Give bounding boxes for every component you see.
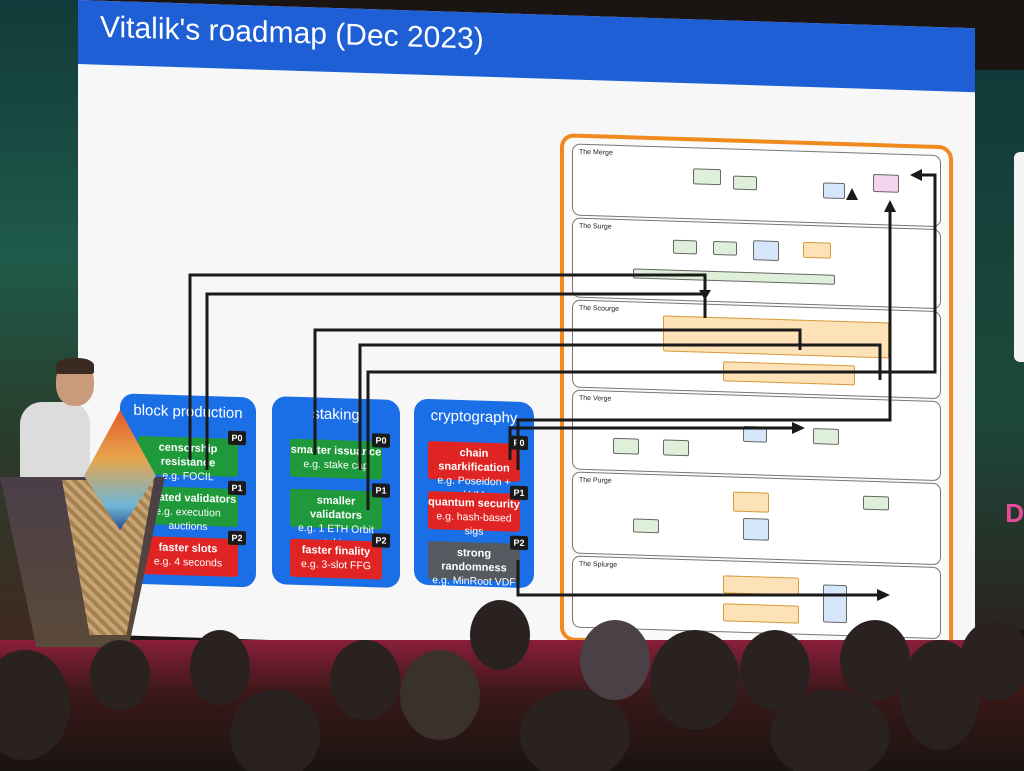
priority-badge: P2 — [372, 533, 390, 548]
item-sub: e.g. 4 seconds — [153, 555, 223, 570]
item-smaller-validators: smaller validators e.g. 1 ETH Orbit stak… — [290, 483, 390, 550]
card-title: block production — [133, 401, 243, 423]
roadmap-section-scourge: The Scourge — [572, 299, 941, 400]
item-sub: e.g. hash-based sigs — [436, 510, 512, 538]
projection-screen: Vitalik's roadmap (Dec 2023) block produ… — [78, 0, 975, 663]
priority-badge: P2 — [228, 530, 246, 546]
roadmap-section-verge: The Verge — [572, 389, 941, 482]
item-sub: e.g. 3-slot FFG — [300, 558, 372, 573]
section-label: The Verge — [579, 394, 612, 403]
priority-badge: P0 — [372, 433, 390, 448]
diagram-box — [813, 428, 839, 445]
priority-badge: P0 — [510, 435, 528, 451]
item-faster-slots: faster slots e.g. 4 seconds P2 — [138, 530, 246, 578]
roadmap-section-purge: The Purge — [572, 471, 941, 566]
item-title: chain snarkification — [438, 446, 510, 475]
item-title: smarter issuance — [290, 443, 382, 459]
priority-badge: P1 — [510, 485, 528, 501]
diagram-box — [723, 575, 799, 596]
audience-head — [0, 650, 70, 760]
audience-head — [770, 690, 890, 771]
diagram-box — [723, 603, 799, 624]
roadmap-diagram: The Merge The Surge The Scourge The — [560, 133, 953, 654]
item-title: strong randomness — [441, 546, 507, 575]
diagram-box — [873, 173, 899, 193]
diagram-box — [633, 268, 835, 285]
slide-title-bar: Vitalik's roadmap (Dec 2023) — [78, 0, 975, 93]
diagram-box — [753, 240, 779, 262]
diagram-box — [713, 240, 737, 256]
audience-head — [840, 620, 910, 700]
priority-badge: P1 — [228, 480, 246, 496]
item-title: quantum security — [428, 496, 520, 511]
item-title: censorship resistance — [158, 441, 218, 470]
side-screen — [1014, 152, 1024, 362]
audience-head — [960, 620, 1024, 700]
diagram-box — [663, 315, 889, 359]
priority-badge: P0 — [228, 430, 246, 446]
section-label: The Merge — [579, 148, 613, 157]
event-logo: D — [1005, 498, 1024, 528]
item-quantum-security: quantum security e.g. hash-based sigs P1 — [428, 485, 528, 538]
diagram-box — [823, 182, 845, 200]
audience-head — [190, 630, 250, 705]
item-sub: e.g. MinRoot VDF — [432, 574, 516, 589]
audience-head — [580, 620, 650, 700]
item-strong-randomness: strong randomness e.g. MinRoot VDF P2 — [428, 535, 528, 589]
card-staking: staking smarter issuance e.g. stake cap … — [272, 396, 400, 589]
item-title: faster finality — [301, 544, 371, 559]
diagram-box — [733, 175, 757, 191]
card-title: cryptography — [430, 407, 518, 427]
diagram-box — [823, 584, 847, 624]
diagram-box — [693, 168, 721, 186]
audience-head — [400, 650, 480, 740]
audience-head — [90, 640, 150, 710]
section-label: The Purge — [579, 476, 612, 485]
audience-head — [650, 630, 740, 730]
section-label: The Surge — [579, 222, 612, 231]
item-sub: e.g. stake cap — [303, 458, 369, 473]
diagram-box — [733, 491, 769, 513]
item-chain-snarkification: chain snarkification e.g. Poseidon + zkV… — [428, 435, 528, 502]
item-sub: e.g. FOCIL — [162, 469, 214, 484]
roadmap-section-merge: The Merge — [572, 143, 941, 228]
diagram-box — [663, 439, 689, 457]
priority-badge: P2 — [510, 535, 528, 551]
diagram-box — [863, 495, 889, 511]
diagram-box — [803, 241, 831, 259]
section-label: The Splurge — [579, 560, 618, 569]
diagram-box — [673, 239, 697, 255]
audience-head — [470, 600, 530, 670]
item-smarter-issuance: smarter issuance e.g. stake cap P0 — [290, 433, 390, 480]
diagram-box — [613, 437, 639, 455]
audience-head — [520, 690, 630, 771]
presenter-hair — [56, 358, 94, 374]
item-title: smaller validators — [310, 494, 362, 522]
diagram-box — [723, 361, 855, 386]
diagram-box — [743, 517, 769, 541]
card-title: staking — [312, 405, 360, 424]
diagram-box — [633, 518, 659, 534]
item-sub: e.g. execution auctions — [155, 505, 221, 534]
slide-title: Vitalik's roadmap (Dec 2023) — [100, 10, 484, 56]
diagram-box — [743, 425, 767, 443]
roadmap-section-surge: The Surge — [572, 217, 941, 310]
section-label: The Scourge — [579, 304, 620, 314]
audience-head — [230, 690, 320, 771]
item-faster-finality: faster finality e.g. 3-slot FFG P2 — [290, 533, 390, 580]
priority-badge: P1 — [372, 483, 390, 498]
card-cryptography: cryptography chain snarkification e.g. P… — [414, 398, 534, 589]
audience-head — [330, 640, 400, 720]
